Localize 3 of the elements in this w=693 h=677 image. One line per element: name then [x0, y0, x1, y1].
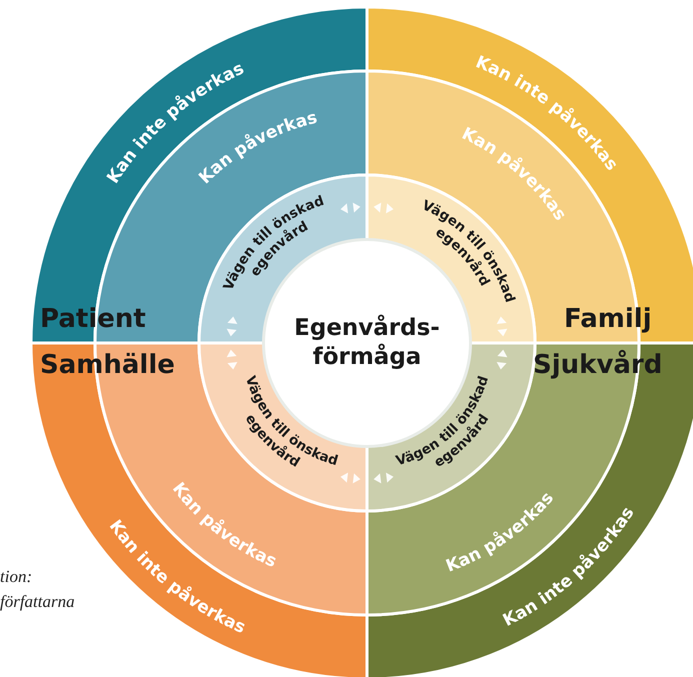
center-text: Egenvårds- förmåga [293, 314, 441, 372]
credit-text: författarna [0, 593, 75, 610]
credit-text: tion: [0, 568, 32, 585]
